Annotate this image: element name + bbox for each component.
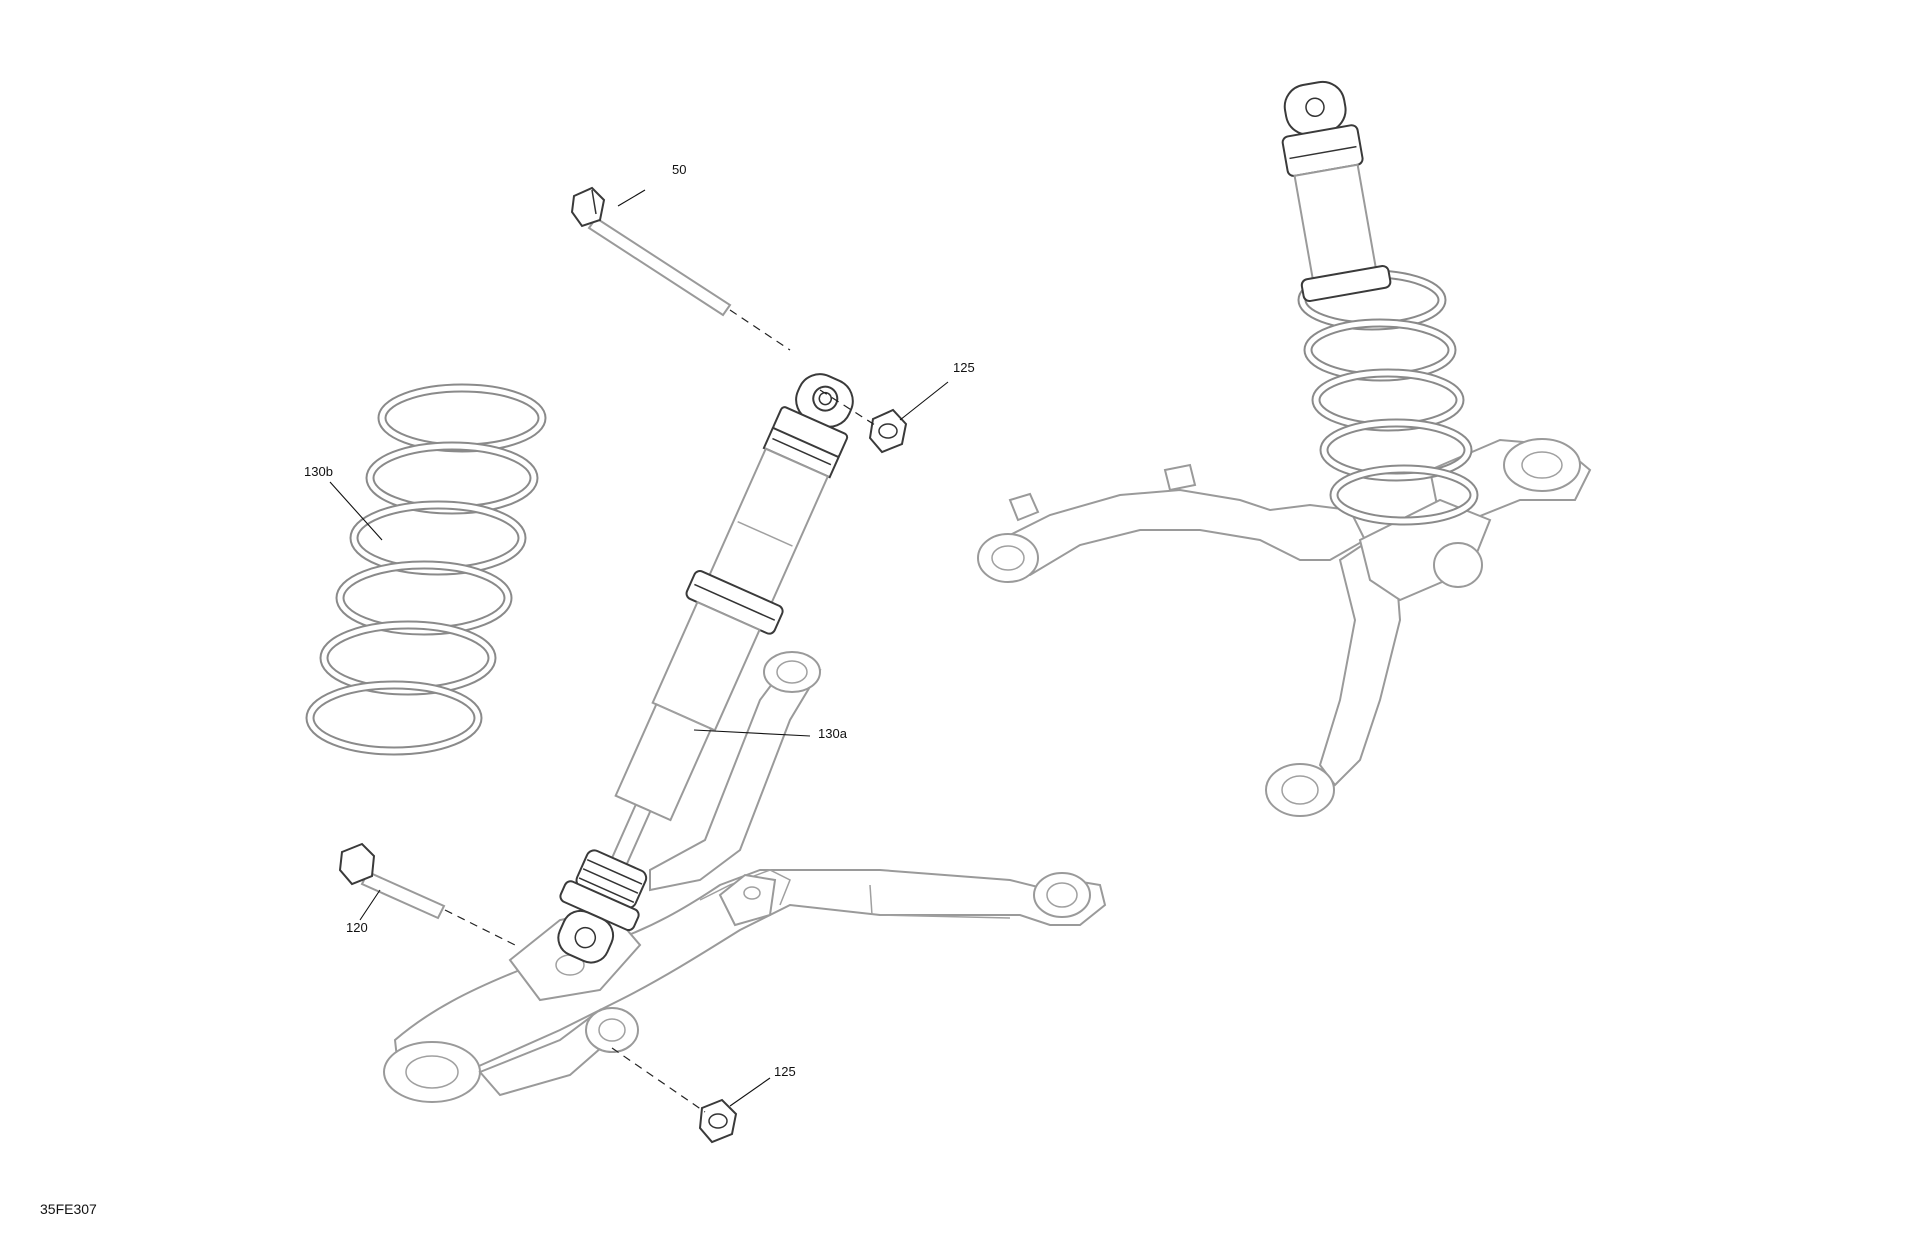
coil-spring — [305, 383, 547, 756]
callout-125-upper: 125 — [953, 360, 975, 375]
lower-nut — [698, 1098, 738, 1144]
leader-120 — [359, 889, 381, 921]
callout-130a: 130a — [818, 726, 847, 741]
leader-130a — [693, 729, 811, 737]
leader-50 — [617, 189, 646, 207]
assembly-line-upper-nut — [819, 389, 876, 426]
assembly-line-upper-bolt — [729, 309, 791, 351]
diagram-code: 35FE307 — [40, 1201, 97, 1217]
callout-120: 120 — [346, 920, 368, 935]
upper-bolt — [570, 186, 732, 317]
lower-a-arm — [383, 651, 1107, 1103]
leader-125-upper — [899, 381, 949, 421]
lower-bolt — [338, 842, 446, 920]
shock-absorber — [557, 373, 854, 964]
assembled-suspension — [977, 80, 1592, 817]
assembly-line-lower-bolt — [444, 909, 516, 946]
leader-130b — [329, 481, 383, 541]
assembly-line-lower-nut — [611, 1047, 706, 1113]
callout-125-lower: 125 — [774, 1064, 796, 1079]
upper-nut — [868, 408, 908, 454]
callout-50: 50 — [672, 162, 687, 177]
leader-125-lower — [729, 1077, 771, 1107]
callout-130b: 130b — [304, 464, 333, 479]
